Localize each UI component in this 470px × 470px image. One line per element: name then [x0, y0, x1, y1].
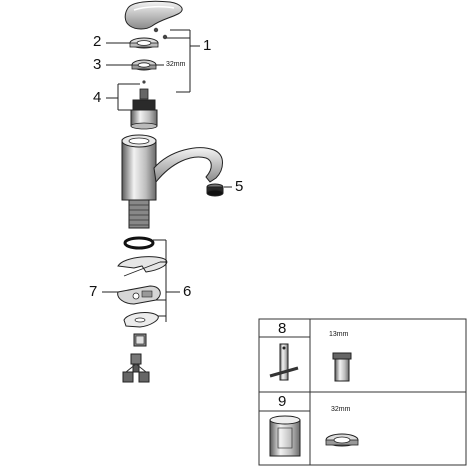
lever-handle: [124, 0, 183, 40]
nut-32mm-icon: [325, 433, 359, 447]
mounting-washer: [117, 256, 168, 277]
cartridge-nut: [131, 59, 157, 71]
callout-5: 5: [235, 178, 244, 195]
supply-hose-connectors: [122, 353, 150, 383]
callout-leaders: [102, 29, 232, 322]
callout-3: 3: [93, 56, 102, 73]
cap-ring: [129, 37, 159, 49]
tool-9-size: 32mm: [331, 406, 351, 413]
tool-9-number: 9: [278, 393, 287, 410]
dimension-32mm-nut: 32mm: [166, 61, 186, 68]
callout-2: 2: [93, 33, 102, 50]
aerator: [206, 183, 224, 197]
o-ring: [123, 236, 155, 250]
callout-6: 6: [183, 283, 192, 300]
socket-13mm-icon: [332, 352, 352, 382]
callout-1: 1: [203, 37, 212, 54]
fixing-nut: [133, 333, 147, 347]
socket-tool: [269, 415, 301, 457]
callout-4: 4: [93, 89, 102, 106]
callout-7: 7: [89, 283, 98, 300]
tool-8-number: 8: [278, 320, 287, 337]
clamp-plate: [123, 312, 159, 328]
hose-sleeve: [128, 199, 150, 229]
faucet-body: [121, 134, 223, 201]
cartridge: [130, 80, 158, 130]
mounting-bracket: [117, 285, 161, 305]
tool-8-size: 13mm: [329, 331, 349, 338]
socket-wrench-tool: [269, 343, 299, 381]
handle-screw: [153, 27, 159, 33]
handle-screw-cover: [162, 34, 168, 40]
